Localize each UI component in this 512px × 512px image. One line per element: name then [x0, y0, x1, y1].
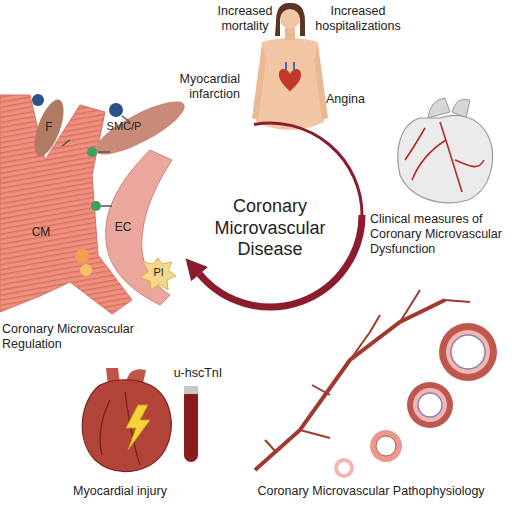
heart-body — [82, 380, 171, 472]
figure-label: Myocardial infarction — [160, 72, 240, 102]
signal-dot — [75, 249, 89, 263]
lightning — [126, 405, 150, 450]
figure-label: F — [42, 120, 56, 134]
tube-cap — [184, 386, 198, 394]
figure-label: SMC/P — [101, 120, 147, 133]
vessel-lumen — [376, 436, 396, 456]
tube — [184, 388, 198, 462]
signal-dot — [87, 147, 97, 157]
heart-icon — [279, 69, 301, 92]
figure-label: EC — [109, 220, 137, 234]
fibroblast — [28, 96, 69, 160]
figure-label: u-hscTnI — [166, 366, 230, 381]
figure-label: Pl — [150, 266, 167, 279]
figure-label: Increased mortality — [212, 4, 278, 34]
signal-dot — [91, 201, 101, 211]
heart-outline — [398, 98, 493, 203]
arrowhead — [186, 258, 208, 281]
vessel-section — [370, 430, 402, 462]
figure-label: Myocardial injury — [56, 484, 184, 499]
vessel-section — [407, 382, 453, 428]
head — [280, 9, 300, 29]
figure-label: Coronary Microvascular Pathophysiology — [232, 484, 510, 499]
platelet — [141, 258, 176, 290]
heart-body — [398, 115, 493, 202]
vessel-tree — [255, 290, 497, 478]
vessel-lumen — [338, 462, 350, 474]
figure-label: CM — [26, 225, 56, 239]
signal-dot — [32, 94, 44, 106]
vessel-lumen — [451, 335, 485, 369]
arm — [252, 44, 266, 120]
hair — [275, 3, 305, 36]
torso — [256, 38, 324, 130]
heart-injury — [82, 368, 171, 471]
signal-dot — [109, 103, 123, 117]
signal-dot — [80, 264, 92, 276]
blood-tube — [184, 386, 198, 462]
vessels — [286, 62, 294, 70]
platelet-body — [141, 258, 176, 290]
coronary-artery — [405, 122, 484, 192]
arm — [314, 44, 328, 120]
figure-label: Angina — [326, 92, 386, 107]
vessel-section — [446, 330, 490, 374]
vessel-branch — [265, 290, 470, 452]
smooth-muscle-cell — [89, 92, 190, 164]
figure-label: Clinical measures of Coronary Microvascu… — [370, 212, 510, 257]
vessel-section — [439, 323, 497, 381]
vessel — [255, 300, 445, 470]
figure-label: Increased hospitalizations — [306, 4, 410, 34]
vessel-lumen — [418, 393, 442, 417]
aorta — [428, 98, 450, 118]
vessel-section — [334, 458, 354, 478]
center-title: Coronary Microvascular Disease — [196, 196, 344, 261]
cell-cluster — [0, 92, 191, 314]
vessel-section — [413, 388, 447, 422]
neck — [285, 28, 295, 40]
figure-label: Coronary Microvascular Regulation — [2, 322, 152, 352]
cycle-arrow — [186, 123, 363, 307]
